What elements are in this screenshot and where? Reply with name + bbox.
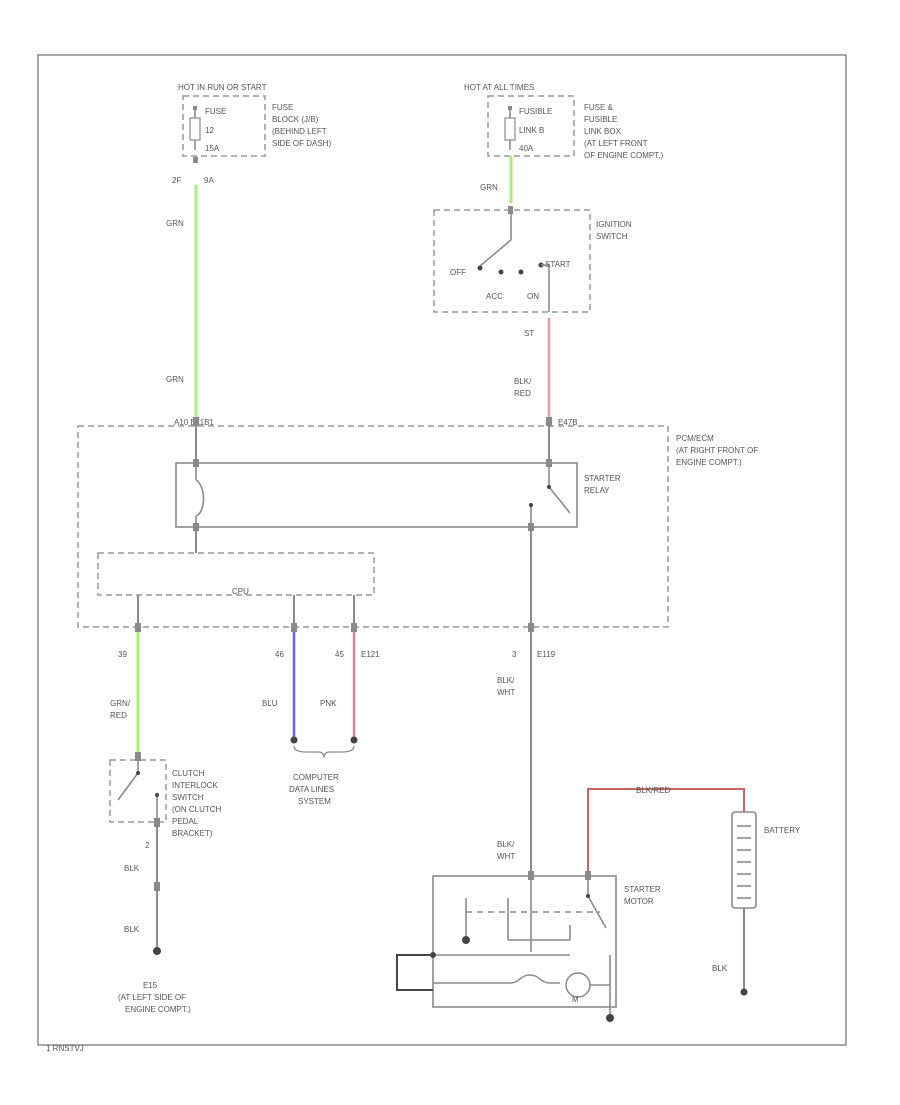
ignition-on-label: ON	[527, 292, 539, 301]
fuse-left: HOT IN RUN OR START FUSE 12 15A FUSE BLO…	[172, 83, 331, 185]
wire-label-blkred-0: BLK/	[514, 377, 532, 386]
data-lines-title-0: COMPUTER	[293, 773, 339, 782]
wire-label-blkwht-b1: WHT	[497, 852, 515, 861]
fuse-right-loc-0: FUSE &	[584, 103, 614, 112]
pcm-pin-blu: 46	[275, 650, 284, 659]
fuse-left-loc-2: (BEHIND LEFT	[272, 127, 327, 136]
fuse-right-number: LINK B	[519, 126, 544, 135]
wire-label-blkwht-a0: BLK/	[497, 676, 515, 685]
fuse-left-label: FUSE	[205, 107, 226, 116]
ignition-pin-out: ST	[524, 329, 534, 338]
wire-label-pnk: PNK	[320, 699, 337, 708]
clutch-title-5: BRACKET)	[172, 829, 213, 838]
starter-title-0: STARTER	[624, 885, 661, 894]
wire-label-grnred-1: RED	[110, 711, 127, 720]
starter-motor: M STARTER MOTOR	[396, 871, 661, 1022]
wire-label-grn-upper: GRN	[166, 219, 184, 228]
wire-battery-positive	[587, 788, 745, 871]
ignition-off-label: OFF	[450, 268, 466, 277]
fuse-left-number: 12	[205, 126, 214, 135]
starter-m-label: M	[572, 995, 579, 1004]
fuse-right-loc-3: (AT LEFT FRONT	[584, 139, 648, 148]
relay-title-1: RELAY	[584, 486, 610, 495]
fuse-right-loc-2: LINK BOX	[584, 127, 622, 136]
ground-id: E15	[143, 981, 158, 990]
wire-label-grnred-0: GRN/	[110, 699, 131, 708]
battery-label: BATTERY	[764, 826, 801, 835]
pcm-loc-0: PCM/ECM	[676, 434, 714, 443]
fuse-right-label: FUSIBLE	[519, 107, 552, 116]
wire-label-battery-neg: BLK	[712, 964, 728, 973]
fuse-right-loc-4: OF ENGINE COMPT.)	[584, 151, 663, 160]
fuse-left-loc-3: SIDE OF DASH)	[272, 139, 331, 148]
data-lines-label: COMPUTER DATA LINES SYSTEM	[289, 773, 339, 806]
fuse-right-header: HOT AT ALL TIMES	[464, 83, 534, 92]
pcm-pin-right-top: E47B	[558, 418, 578, 427]
ignition-start-label: START	[545, 260, 571, 269]
clutch-title-2: SWITCH	[172, 793, 204, 802]
footer-code: 1 RNSTVJ	[46, 1044, 84, 1053]
fuse-left-rating: 15A	[205, 144, 220, 153]
wire-label-blu: BLU	[262, 699, 278, 708]
pcm-pin-pnk: 45	[335, 650, 344, 659]
ground-loc-1: ENGINE COMPT.)	[125, 1005, 191, 1014]
wire-label-blkwht-b0: BLK/	[497, 840, 515, 849]
pcm-pin-clutch: 39	[118, 650, 127, 659]
clutch-title-1: INTERLOCK	[172, 781, 218, 790]
fuse-left-header: HOT IN RUN OR START	[178, 83, 267, 92]
fuse-right-rating: 40A	[519, 144, 534, 153]
diagram-frame	[37, 54, 847, 1046]
wire-label-blk-2: BLK	[124, 925, 140, 934]
clutch-pin: 2	[145, 841, 150, 850]
data-lines-title-1: DATA LINES	[289, 785, 334, 794]
fuse-left-pin: 9A	[204, 176, 214, 185]
fuse-left-loc-1: BLOCK (J/B)	[272, 115, 319, 124]
pcm-pin-starter: 3	[512, 650, 517, 659]
data-lines-title-2: SYSTEM	[298, 797, 331, 806]
pcm-pin-pnk-conn: E121	[361, 650, 380, 659]
ground-loc-0: (AT LEFT SIDE OF	[118, 993, 186, 1002]
clutch-title-3: (ON CLUTCH	[172, 805, 222, 814]
wire-label-battery-pos: BLK/RED	[636, 786, 670, 795]
wire-label-blk-1: BLK	[124, 864, 140, 873]
fuse-left-connector: 2F	[172, 176, 181, 185]
clutch-title-4: PEDAL	[172, 817, 199, 826]
clutch-interlock-switch: CLUTCH INTERLOCK SWITCH (ON CLUTCH PEDAL…	[109, 752, 222, 850]
ignition-acc-label: ACC	[486, 292, 503, 301]
pcm-pin-starter-conn: E119	[537, 650, 556, 659]
relay-title-0: STARTER	[584, 474, 621, 483]
ignition-title-0: IGNITION	[596, 220, 632, 229]
pcm-loc-1: (AT RIGHT FRONT OF	[676, 446, 758, 455]
pcm-module: A10 E11B1 E47B PCM/ECM (AT RIGHT FRONT O…	[77, 417, 758, 632]
ignition-title-1: SWITCH	[596, 232, 628, 241]
starter-relay: STARTER RELAY	[175, 459, 621, 531]
wire-label-grn-ign: GRN	[480, 183, 498, 192]
clutch-title-0: CLUTCH	[172, 769, 205, 778]
wire-label-blkred-1: RED	[514, 389, 531, 398]
battery: BATTERY BLK	[712, 811, 801, 996]
pcm-loc-2: ENGINE COMPT.)	[676, 458, 742, 467]
ignition-switch: OFF ACC ON START IGNITION SWITCH ST	[433, 206, 632, 338]
starter-title-1: MOTOR	[624, 897, 654, 906]
fuse-right-loc-1: FUSIBLE	[584, 115, 617, 124]
fuse-left-loc-0: FUSE	[272, 103, 293, 112]
fuse-right: HOT AT ALL TIMES FUSIBLE LINK B 40A FUSE…	[464, 83, 663, 160]
wire-label-blkwht-a1: WHT	[497, 688, 515, 697]
cpu-label: CPU	[232, 587, 249, 596]
ground-e15: E15 (AT LEFT SIDE OF ENGINE COMPT.)	[118, 981, 191, 1014]
wire-label-grn-lower: GRN	[166, 375, 184, 384]
cpu-block: CPU	[97, 552, 375, 627]
